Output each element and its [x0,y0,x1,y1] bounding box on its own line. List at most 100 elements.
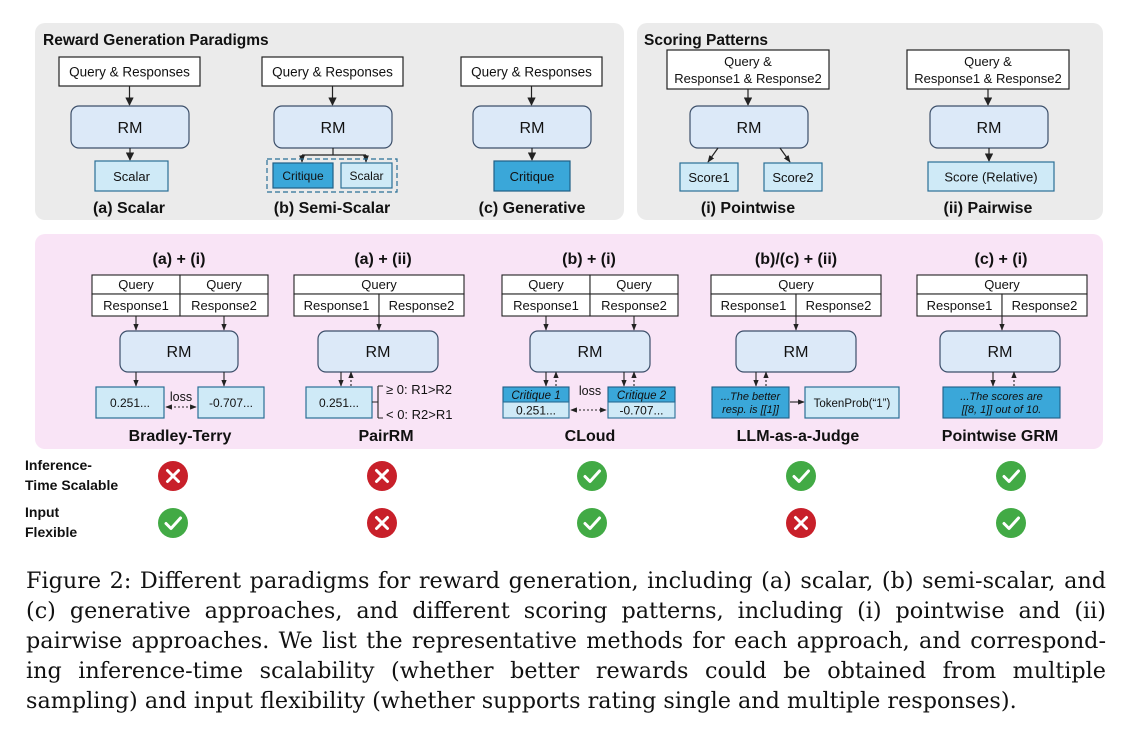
cross-icon [367,461,397,491]
svg-text:Critique 2: Critique 2 [617,390,667,402]
pattern-pointwise: Query & Response1 & Response2 RM Score1 … [666,49,830,217]
svg-text:resp. is [[1]]: resp. is [[1]] [722,404,780,416]
input-flexible-row [158,508,1026,538]
svg-text:RM: RM [366,344,391,361]
svg-text:-0.707...: -0.707... [619,404,663,418]
method-llm-as-a-judge: Query Response1 Response2 RM ...The bett… [710,274,900,419]
input-flexible-label: Input Flexible [25,504,77,540]
rm-box [119,330,239,373]
score-relative-output [927,161,1055,192]
method-tag-pointwise-grm: (c) + (i) [975,251,1028,268]
critique-output [493,160,571,192]
svg-text:Score1: Score1 [688,170,729,185]
svg-text:Query: Query [118,277,154,292]
svg-text:RM: RM [977,120,1002,137]
svg-text:Response2: Response2 [601,298,667,313]
svg-text:loss: loss [170,390,192,404]
reward-paradigms-title: Reward Generation Paradigms [43,32,269,49]
label-ii-pairwise: (ii) Pairwise [944,200,1033,217]
svg-text:Score2: Score2 [772,170,813,185]
svg-text:< 0: R2>R1: < 0: R2>R1 [386,407,453,422]
label-a-scalar: (a) Scalar [93,200,165,217]
svg-text:Response2: Response2 [191,298,257,313]
svg-text:Query: Query [616,277,652,292]
svg-text:Critique 1: Critique 1 [511,390,560,402]
svg-text:RM: RM [737,120,762,137]
svg-text:Query & Responses: Query & Responses [272,65,393,80]
score2-output [763,162,823,192]
paradigm-semi-scalar: Query & Responses RM Critique Scalar (b)… [261,56,404,217]
method-tag-llm-judge: (b)/(c) + (ii) [755,251,837,268]
svg-text:-0.707...: -0.707... [209,396,253,410]
method-name-cloud: CLoud [565,428,616,445]
method-tag-cloud: (b) + (i) [562,251,616,268]
check-icon [577,508,607,538]
svg-text:Response2: Response2 [389,298,455,313]
svg-text:Critique: Critique [282,169,324,183]
svg-text:Query: Query [984,277,1020,292]
scoring-patterns-title: Scoring Patterns [644,32,768,49]
method-tag-bradley-terry: (a) + (i) [153,251,206,268]
svg-text:Response1: Response1 [513,298,579,313]
svg-text:Scalar: Scalar [113,169,151,184]
scalar-output [340,162,393,189]
label-i-pointwise: (i) Pointwise [701,200,795,217]
svg-text:...The scores are: ...The scores are [960,391,1043,403]
method-cloud: Query Response1 Query Response2 RM Criti… [501,274,679,419]
paradigm-generative: Query & Responses RM Critique (c) Genera… [460,56,603,217]
svg-text:Query &: Query & [724,54,772,69]
svg-text:RM: RM [321,120,346,137]
svg-text:RM: RM [784,344,809,361]
svg-text:Response1: Response1 [927,298,993,313]
cross-icon [367,508,397,538]
method-name-pairrm: PairRM [358,428,413,445]
cross-icon [158,461,188,491]
svg-text:Query: Query [361,277,397,292]
cross-icon [786,508,816,538]
svg-text:[[8, 1]] out of 10.: [[8, 1]] out of 10. [961,404,1042,416]
svg-text:0.251...: 0.251... [319,396,359,410]
svg-text:Response1 & Response2: Response1 & Response2 [914,71,1061,86]
method-name-llm-judge: LLM-as-a-Judge [737,428,860,445]
svg-text:Query: Query [206,277,242,292]
svg-text:RM: RM [520,120,545,137]
svg-text:Query & Responses: Query & Responses [471,65,592,80]
svg-text:Response1 & Response2: Response1 & Response2 [674,71,821,86]
svg-text:TokenProb(“1”): TokenProb(“1”) [814,398,891,410]
rm-box [317,330,439,373]
svg-text:Response1: Response1 [721,298,787,313]
svg-text:≥ 0: R1>R2: ≥ 0: R1>R2 [386,382,452,397]
svg-text:Response1: Response1 [103,298,169,313]
scalar-output [94,160,169,192]
svg-text:loss: loss [579,384,601,398]
inference-scalable-label: Inference- Time Scalable [25,457,118,493]
svg-text:Critique: Critique [510,169,555,184]
label-c-generative: (c) Generative [479,200,586,217]
method-name-bradley-terry: Bradley-Terry [129,428,232,445]
check-icon [786,461,816,491]
svg-text:RM: RM [578,344,603,361]
svg-text:Response2: Response2 [1012,298,1078,313]
check-icon [577,461,607,491]
score1-output [679,162,739,192]
check-icon [996,508,1026,538]
method-tag-pairrm: (a) + (ii) [354,251,411,268]
label-b-semi-scalar: (b) Semi-Scalar [274,200,390,217]
svg-text:Query &: Query & [964,54,1012,69]
svg-text:Query: Query [528,277,564,292]
svg-text:0.251...: 0.251... [516,404,556,418]
method-name-pointwise-grm: Pointwise GRM [942,428,1058,445]
method-pointwise-grm: Query Response1 Response2 RM ...The scor… [916,274,1088,419]
svg-text:Query: Query [778,277,814,292]
rm-box [529,330,651,373]
query-responses-label: Query & Responses [69,65,190,80]
rm-box [735,330,857,373]
rm-box [689,105,809,149]
paradigm-scalar: Query & Responses RM Scalar (a) Scalar [58,56,201,217]
rm-box [939,330,1061,373]
inference-scalable-row [158,461,1026,491]
method-bradley-terry: Query Response1 Query Response2 RM 0.251… [91,274,269,419]
figure-caption: Figure 2: Different paradigms for reward… [26,566,1106,716]
svg-text:Scalar: Scalar [349,169,383,183]
